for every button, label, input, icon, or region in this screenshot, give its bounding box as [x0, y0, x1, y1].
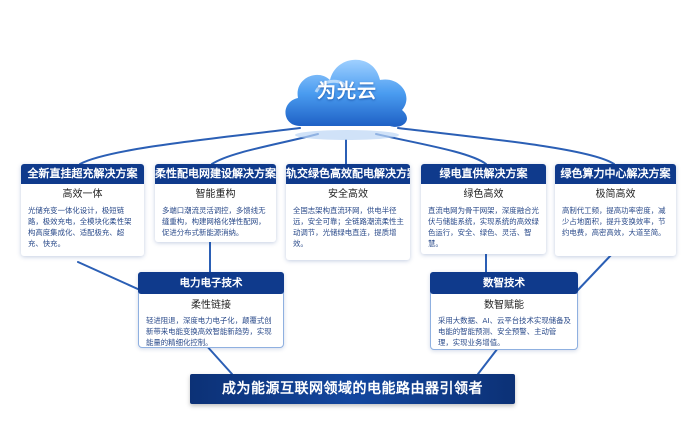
cloud-title: 为光云 — [316, 80, 377, 102]
solution-card-green-computing: 绿色算力中心解决方案 极简高效 高制代工频，提高功率密度，减少占地面积，提升变换… — [555, 164, 676, 256]
connector-card5-tech2 — [575, 253, 613, 293]
solution-card-body: 光储充变一体化设计，极短链路，极效充电，全模块化柔性架构高度集成化、适配极充、超… — [28, 206, 132, 248]
solution-card-title: 柔性配电网建设解决方案 — [155, 164, 276, 184]
connector-tech1-banner — [204, 343, 233, 375]
solution-card-title: 绿电直供解决方案 — [421, 164, 546, 184]
tech-box-subtitle: 柔性链接 — [191, 300, 231, 311]
tech-box-title: 电力电子技术 — [138, 272, 284, 294]
solution-card-subtitle: 极简高效 — [595, 189, 636, 200]
tech-box-body: 轻进阻退，深度电力电子化，颠覆式创新带来电能变换高效智能新趋势，实现能量的精细化… — [146, 316, 272, 347]
solution-card-title: 绿色算力中心解决方案 — [555, 164, 676, 184]
solution-card-subtitle: 智能重构 — [195, 189, 236, 200]
solution-card-green-power: 绿电直供解决方案 绿色高效 直流电网为骨干网架，深度融合光伏与储能系统，实现系统… — [421, 164, 546, 254]
tech-box-body: 采用大数据、AI、云平台技术实现储备及电能的智能预测、安全预警、主动管理，实现业… — [438, 316, 571, 347]
solution-card-direct-charging: 全新直挂超充解决方案 高效一体 光储充变一体化设计，极短链路，极效充电，全模块化… — [21, 164, 144, 256]
solution-card-body: 全国志架构直流环网，供电半径远，安全可靠；全链路潮流柔性主动调节，光储绿电直连，… — [293, 206, 404, 248]
mission-banner: 成为能源互联网领域的电能路由器引领者 — [190, 374, 515, 404]
connector-cloud-1 — [79, 127, 301, 165]
tech-box-title: 数智技术 — [430, 272, 578, 294]
solution-card-subtitle: 高效一体 — [62, 189, 103, 200]
solution-card-body: 多端口潮流灵活调控，多馈线无缝重构，构建网格化弹性配网，促进分布式新能源消纳。 — [162, 206, 266, 237]
solution-card-title: 全新直挂超充解决方案 — [21, 164, 144, 184]
solution-card-title: 轨交绿色高效配电解决方案 — [286, 164, 410, 184]
tech-box-power-electronics: 电力电子技术 柔性链接 轻进阻退，深度电力电子化，颠覆式创新带来电能变换高效智能… — [138, 272, 284, 348]
solution-card-body: 高制代工频，提高功率密度，减少占地面积，提升变换效率，节约电费，高密高效，大道至… — [562, 206, 666, 237]
solution-card-flexible-grid: 柔性配电网建设解决方案 智能重构 多端口潮流灵活调控，多馈线无缝重构，构建网格化… — [155, 164, 276, 242]
solution-card-body: 直流电网为骨干网架，深度融合光伏与储能系统，实现系统的高效绿色运行，安全、绿色、… — [428, 206, 539, 248]
cloud-icon — [285, 59, 407, 140]
solution-card-rail-transit: 轨交绿色高效配电解决方案 安全高效 全国志架构直流环网，供电半径远，安全可靠；全… — [286, 164, 410, 260]
connector-tech2-banner — [477, 347, 499, 375]
tech-box-subtitle: 数智赋能 — [484, 300, 524, 311]
connector-cloud-5 — [397, 127, 615, 165]
cloud-logo: 为光云 — [276, 40, 418, 142]
solution-card-subtitle: 绿色高效 — [463, 189, 504, 200]
connector-card1-tech1 — [77, 261, 141, 291]
tech-box-digital-intelligence: 数智技术 数智赋能 采用大数据、AI、云平台技术实现储备及电能的智能预测、安全预… — [430, 272, 578, 350]
solution-card-subtitle: 安全高效 — [328, 189, 368, 200]
